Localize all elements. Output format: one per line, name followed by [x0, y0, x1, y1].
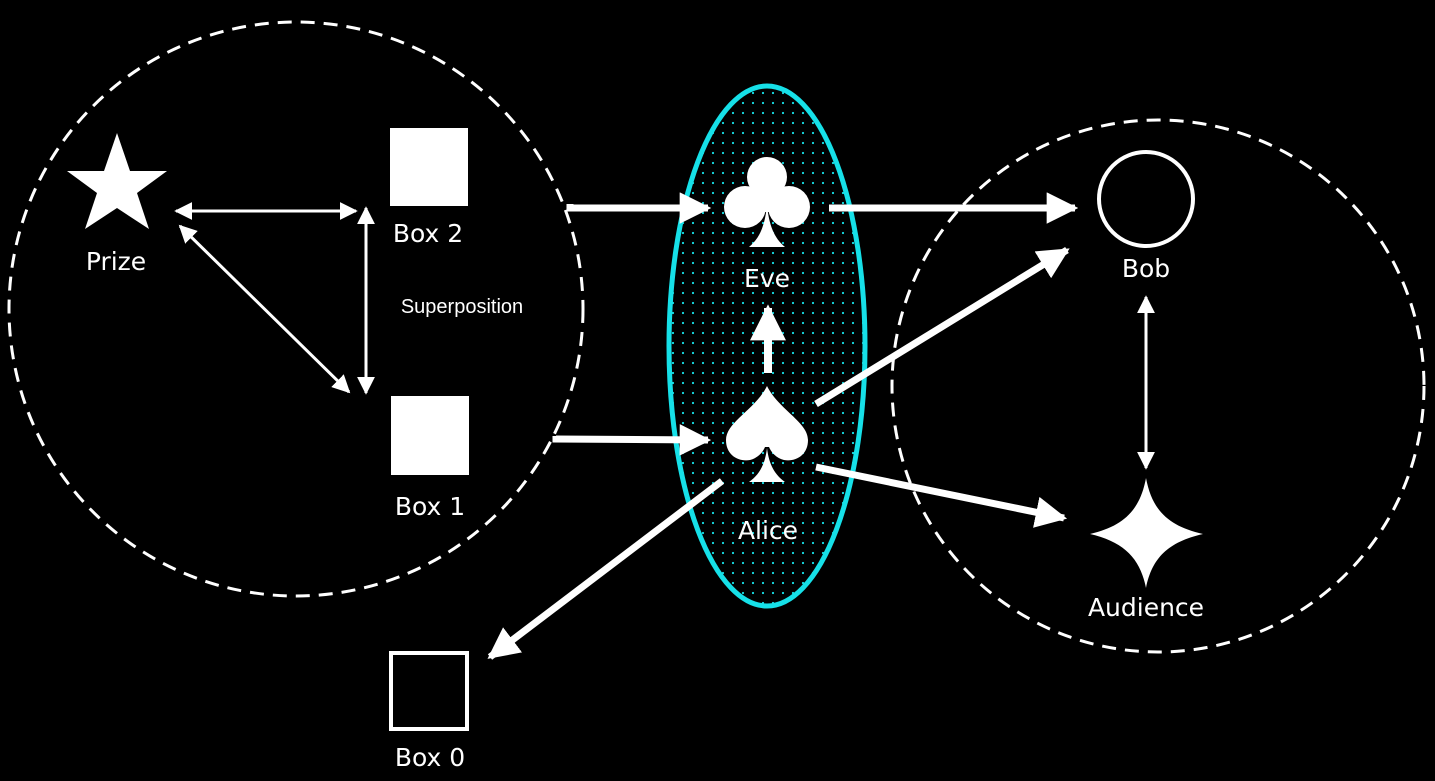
filled-square-icon — [391, 396, 469, 475]
box1-label: Box 1 — [395, 492, 465, 521]
outline-circle-icon — [1097, 150, 1195, 248]
outline-square-icon — [389, 651, 469, 731]
four-point-star-icon — [1090, 478, 1203, 588]
spade-suit-icon — [726, 386, 808, 482]
eve-label: Eve — [744, 264, 790, 293]
club-suit-icon — [724, 157, 810, 247]
arrow-alice-box0 — [487, 478, 725, 660]
arrow-alice-audience — [815, 463, 1068, 528]
superposition-label: Superposition — [401, 296, 523, 318]
prize-label: Prize — [86, 247, 146, 276]
arrow-prize-box1 — [178, 224, 351, 394]
filled-square-icon — [390, 128, 468, 206]
arrow-alice-bob — [814, 247, 1070, 407]
left-dashed-circle — [7, 20, 585, 598]
alice-label: Alice — [738, 516, 798, 545]
bob-label: Bob — [1122, 254, 1170, 283]
star-icon — [67, 133, 167, 229]
arrow-box1-alice — [552, 424, 712, 456]
audience-label: Audience — [1088, 593, 1204, 622]
arrow-box2-eve — [566, 192, 712, 224]
right-dashed-circle — [890, 118, 1426, 654]
box0-label: Box 0 — [395, 743, 465, 772]
box2-label: Box 2 — [393, 219, 463, 248]
